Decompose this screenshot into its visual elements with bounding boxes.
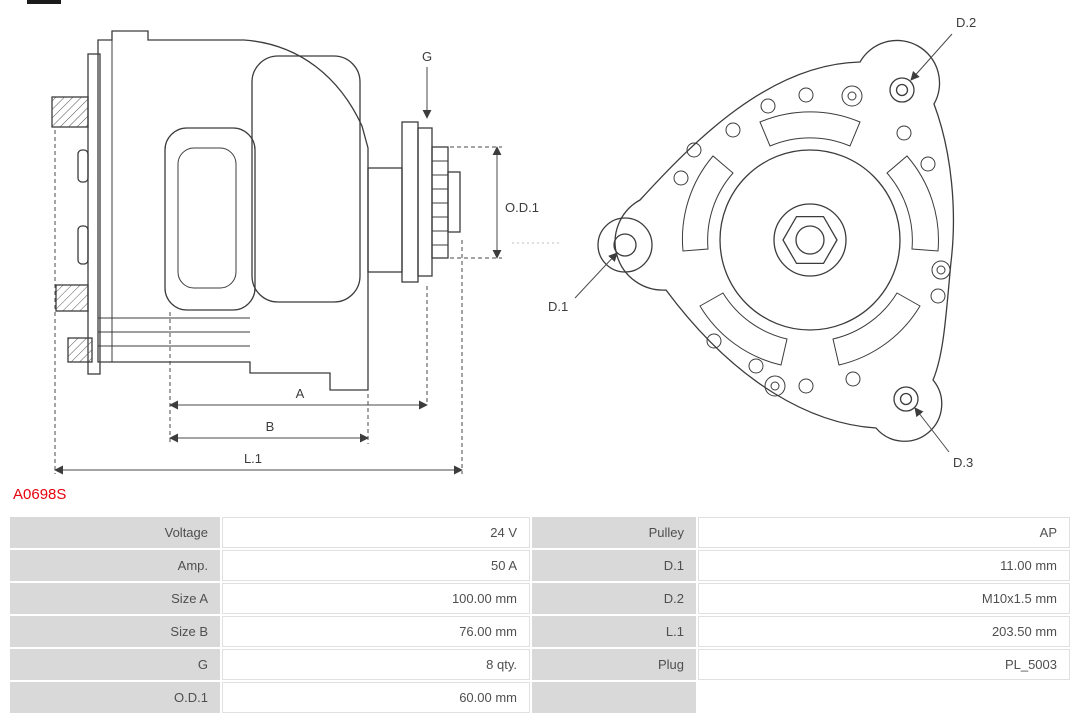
spec-label-cell: D.1 <box>532 550 696 581</box>
spec-value-cell: 24 V <box>222 517 530 548</box>
spec-label-cell: Size B <box>10 616 220 647</box>
spec-value-cell: 11.00 mm <box>698 550 1070 581</box>
spec-label-cell: Pulley <box>532 517 696 548</box>
spec-label-cell: G <box>10 649 220 680</box>
alternator-side-view <box>51 30 461 391</box>
dim-label-d1: D.1 <box>548 299 568 314</box>
spec-value-cell <box>698 682 1070 713</box>
dim-label-b: B <box>266 419 275 434</box>
technical-drawing: G O.D.1 A B L.1 <box>51 15 976 475</box>
spec-label-cell: O.D.1 <box>10 682 220 713</box>
corner-mark <box>27 0 61 4</box>
side-view-dimensions: G O.D.1 A B L.1 <box>54 49 562 475</box>
spec-label-cell: Amp. <box>10 550 220 581</box>
spec-label-cell: D.2 <box>532 583 696 614</box>
dim-label-a: A <box>296 386 305 401</box>
spec-label-cell <box>532 682 696 713</box>
spec-value-cell: 76.00 mm <box>222 616 530 647</box>
part-number: A0698S <box>13 486 67 503</box>
spec-label-cell: Plug <box>532 649 696 680</box>
spec-label-cell: L.1 <box>532 616 696 647</box>
vent-holes <box>673 87 946 394</box>
alternator-front-view <box>597 39 955 442</box>
dim-label-l1: L.1 <box>244 451 262 466</box>
dim-label-d2: D.2 <box>956 15 976 30</box>
spec-value-cell: AP <box>698 517 1070 548</box>
spec-value-cell: 60.00 mm <box>222 682 530 713</box>
spec-value-cell: 50 A <box>222 550 530 581</box>
dim-label-g: G <box>422 49 432 64</box>
spec-value-cell: PL_5003 <box>698 649 1070 680</box>
spec-value-cell: M10x1.5 mm <box>698 583 1070 614</box>
spec-label-cell: Size A <box>10 583 220 614</box>
spec-value-cell: 8 qty. <box>222 649 530 680</box>
dim-label-od1: O.D.1 <box>505 200 539 215</box>
front-view-dimensions: D.2 D.1 D.3 <box>548 15 976 470</box>
spec-value-cell: 203.50 mm <box>698 616 1070 647</box>
dim-label-d3: D.3 <box>953 455 973 470</box>
through-bolts <box>764 85 951 397</box>
spec-label-cell: Voltage <box>10 517 220 548</box>
spec-table: Voltage 24 V Pulley AP Amp. 50 A D.1 11.… <box>10 517 1070 713</box>
spec-value-cell: 100.00 mm <box>222 583 530 614</box>
